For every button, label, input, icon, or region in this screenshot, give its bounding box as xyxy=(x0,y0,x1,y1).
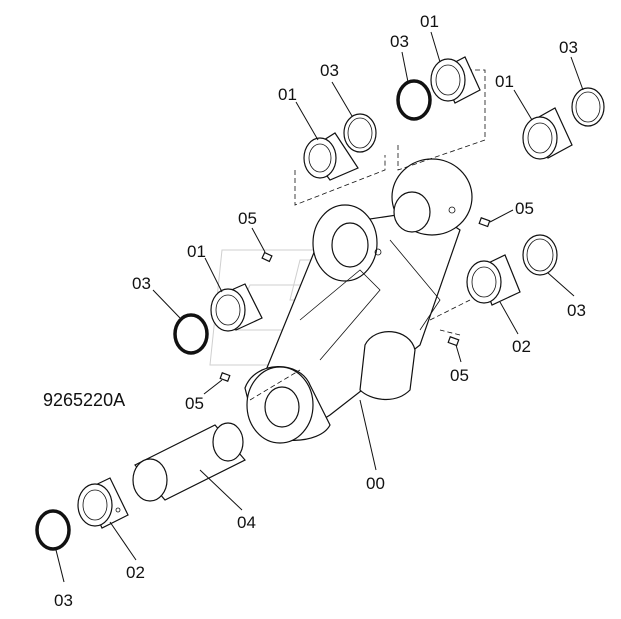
link-body-00 xyxy=(244,158,473,444)
grease-fitting-05-right-bottom xyxy=(447,336,460,347)
label-03-top-a: 03 xyxy=(320,61,339,80)
label-01-top-b: 01 xyxy=(420,12,439,31)
ring-03-right-mid xyxy=(522,234,558,276)
label-05-left-top: 05 xyxy=(238,209,257,228)
label-03-bottom: 03 xyxy=(54,591,73,610)
label-04-pin: 04 xyxy=(237,513,256,532)
label-03-top-c: 03 xyxy=(559,38,578,57)
pin-04 xyxy=(132,422,246,502)
ring-03-top-right xyxy=(571,87,605,127)
label-01-top-a: 01 xyxy=(278,85,297,104)
label-03-right: 03 xyxy=(567,301,586,320)
bushing-02-right xyxy=(466,254,521,306)
grease-fitting-05-left-bottom xyxy=(219,372,231,382)
label-00-body: 00 xyxy=(366,474,385,493)
drawing-code: 9265220A xyxy=(43,390,125,410)
label-03-left: 03 xyxy=(132,274,151,293)
bushing-01-left xyxy=(210,283,263,332)
bushing-01-right xyxy=(522,107,573,160)
ring-03-top-left xyxy=(343,113,377,153)
assembly-guide-lines xyxy=(249,69,486,401)
label-03-top-b: 03 xyxy=(390,32,409,51)
label-05-right-bottom: 05 xyxy=(450,366,469,385)
grease-fitting-05-left-top xyxy=(261,251,273,263)
label-01-left: 01 xyxy=(187,242,206,261)
grease-fitting-05-right-top xyxy=(478,217,491,228)
part-labels: 01 03 03 01 03 01 05 05 01 03 03 02 05 0… xyxy=(43,12,586,610)
ring-03-top-center xyxy=(396,79,432,121)
label-05-left-bottom: 05 xyxy=(185,394,204,413)
label-02-right: 02 xyxy=(512,337,531,356)
leader-lines xyxy=(55,31,584,583)
label-05-right-top: 05 xyxy=(515,199,534,218)
label-01-right: 01 xyxy=(495,72,514,91)
bushing-02-bottom xyxy=(77,477,129,529)
label-02-bottom: 02 xyxy=(126,563,145,582)
ring-03-left xyxy=(173,313,209,355)
bushing-01-top-left xyxy=(303,132,359,181)
ring-03-bottom xyxy=(35,509,71,551)
bushing-01-top-center xyxy=(430,56,481,104)
